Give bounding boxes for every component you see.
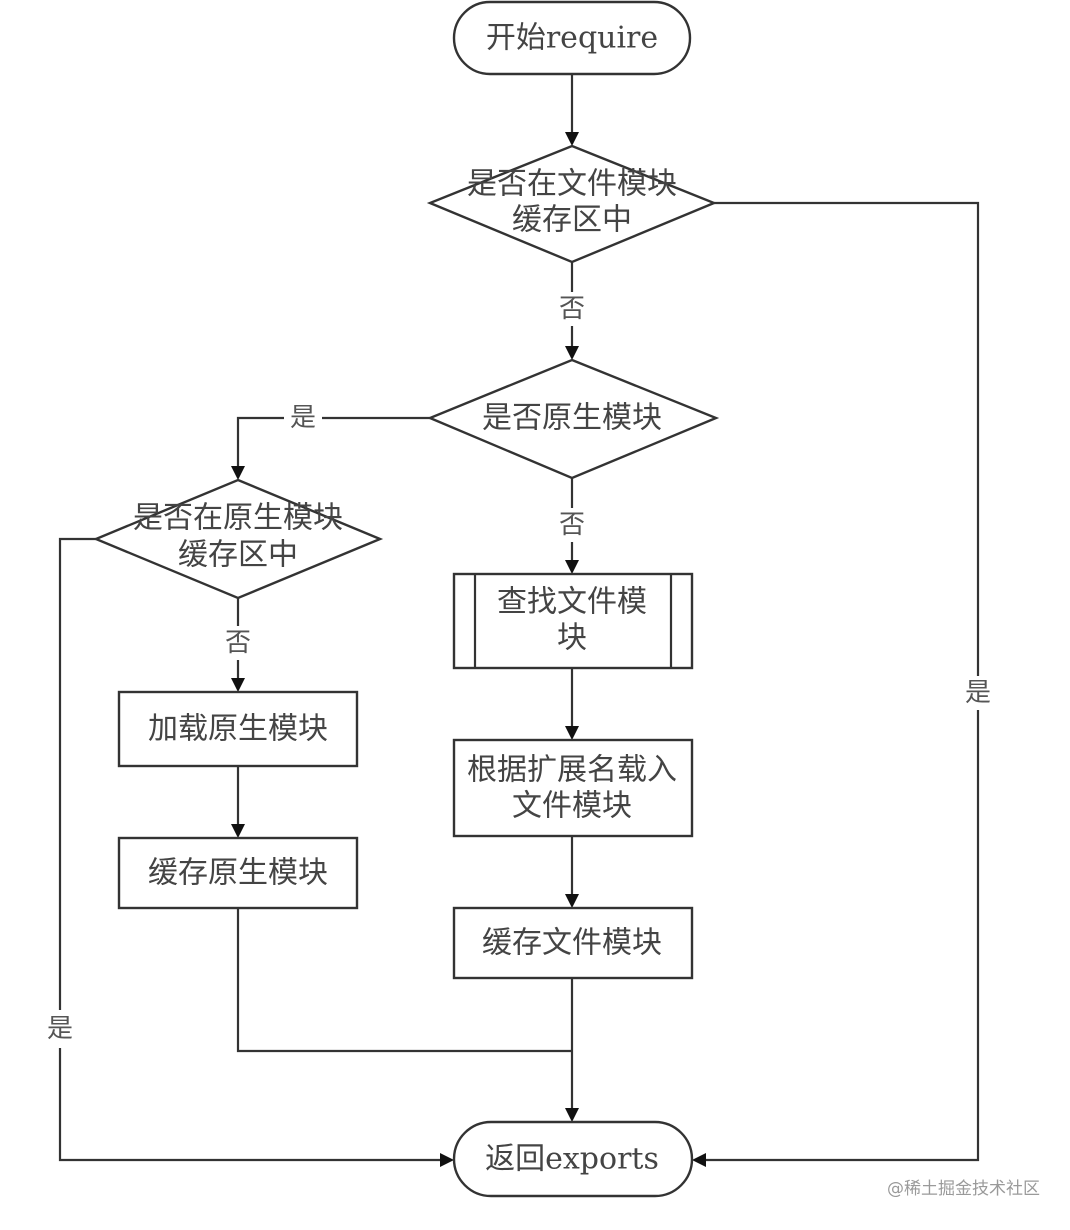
edge-label-yes: 是 xyxy=(290,403,316,433)
edge-check-native-cache-to-load-native-module: 否 xyxy=(225,598,251,692)
edge-label-yes: 是 xyxy=(965,678,991,708)
edge-find-file-module-to-load-by-extension xyxy=(565,668,579,740)
node-label: 缓存区中 xyxy=(178,538,298,573)
edge-check-file-cache-to-check-native: 否 xyxy=(559,262,585,360)
edge-label-no: 否 xyxy=(225,628,251,658)
arrowhead-icon xyxy=(231,678,245,692)
node-load-native-module: 加载原生模块 xyxy=(117,690,359,768)
arrowhead-icon xyxy=(440,1153,454,1167)
edge-label-yes: 是 xyxy=(47,1014,73,1044)
node-label: 是否在文件模块 xyxy=(467,167,677,202)
arrowhead-icon xyxy=(692,1153,706,1167)
edge-check-file-cache-to-return-exports: 是 xyxy=(692,201,991,1167)
watermark: @稀土掘金技术社区 xyxy=(887,1179,1040,1199)
node-label: 缓存原生模块 xyxy=(148,856,328,891)
node-label: 缓存区中 xyxy=(512,203,632,238)
node-load-by-extension: 根据扩展名载入 文件模块 xyxy=(452,738,694,838)
node-label: 加载原生模块 xyxy=(148,712,328,747)
edge-label-no: 否 xyxy=(559,294,585,324)
node-check-native-cache: 是否在原生模块 缓存区中 xyxy=(92,478,384,600)
arrowhead-icon xyxy=(231,466,245,480)
arrowhead-icon xyxy=(565,346,579,360)
node-return-exports: 返回exports xyxy=(452,1120,694,1198)
node-label: 返回exports xyxy=(485,1142,659,1177)
arrowhead-icon xyxy=(565,894,579,908)
edge-label-no: 否 xyxy=(559,510,585,540)
node-label: 缓存文件模块 xyxy=(482,926,662,961)
edge-check-native-cache-to-return-exports: 是 xyxy=(47,537,454,1167)
edge-start-to-check-file-cache xyxy=(565,74,579,146)
arrowhead-icon xyxy=(565,1108,579,1122)
node-label: 根据扩展名载入 xyxy=(467,753,677,788)
edge-load-by-extension-to-cache-file-module xyxy=(565,836,579,908)
edge-cache-native-module-to-return-exports xyxy=(236,908,572,1053)
arrowhead-icon xyxy=(231,824,245,838)
node-label: 块 xyxy=(557,621,587,656)
node-check-native: 是否原生模块 xyxy=(426,358,720,480)
node-cache-file-module: 缓存文件模块 xyxy=(452,906,694,980)
arrowhead-icon xyxy=(565,560,579,574)
edge-check-native-to-find-file-module: 否 xyxy=(559,478,585,574)
edge-check-native-to-check-native-cache: 是 xyxy=(231,403,430,480)
arrowhead-icon xyxy=(565,132,579,146)
node-label: 是否原生模块 xyxy=(482,401,662,436)
node-label: 开始require xyxy=(486,21,658,56)
node-label: 文件模块 xyxy=(512,789,632,824)
node-check-file-cache: 是否在文件模块 缓存区中 xyxy=(426,144,718,264)
edge-load-native-module-to-cache-native-module xyxy=(231,766,245,838)
node-start-require: 开始require xyxy=(452,0,692,76)
node-label: 是否在原生模块 xyxy=(133,501,343,536)
edge-cache-file-module-to-return-exports xyxy=(565,978,579,1122)
node-find-file-module: 查找文件模 块 xyxy=(452,572,694,670)
node-label: 查找文件模 xyxy=(497,585,647,620)
node-cache-native-module: 缓存原生模块 xyxy=(117,836,359,910)
arrowhead-icon xyxy=(565,726,579,740)
